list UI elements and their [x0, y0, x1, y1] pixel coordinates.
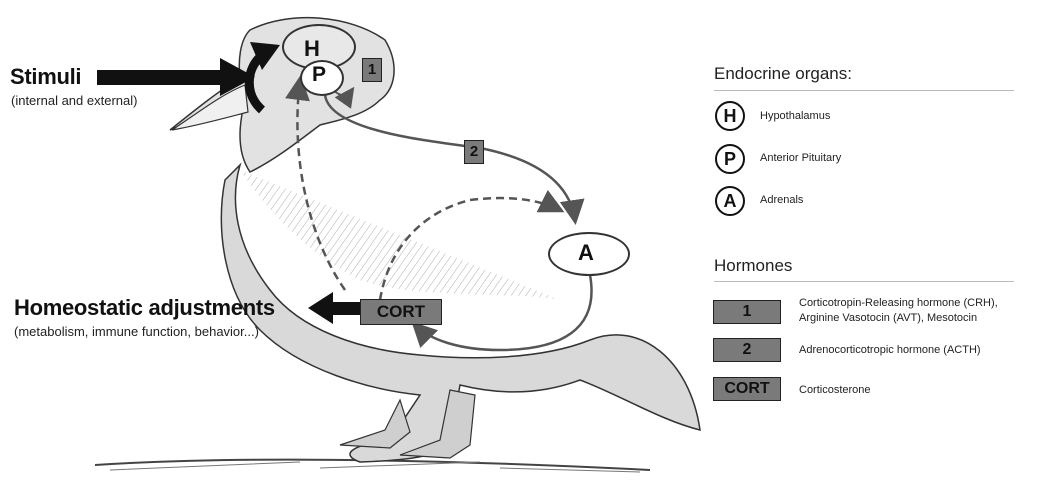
homeostatic-sublabel: (metabolism, immune function, behavior..…: [14, 324, 259, 339]
stimuli-sublabel: (internal and external): [11, 93, 137, 108]
legend-hormone-box-1: 1: [713, 300, 781, 324]
legend-organ-label: Adrenals: [760, 193, 803, 207]
legend-circle-p: P: [715, 144, 745, 174]
legend-hormone-box-cort: CORT: [713, 377, 781, 401]
legend-organ-label: Anterior Pituitary: [760, 151, 841, 165]
homeostatic-label: Homeostatic adjustments: [14, 295, 275, 321]
hormone-box-1: 1: [362, 58, 382, 82]
legend-circle-a: A: [715, 186, 745, 216]
legend-organ-label: Hypothalamus: [760, 109, 830, 123]
legend-circle-h: H: [715, 101, 745, 131]
stimuli-arrow-shaft: [97, 70, 222, 85]
legend-endocrine-title: Endocrine organs:: [714, 64, 852, 84]
legend-hormone-label: Corticosterone: [799, 383, 871, 397]
homeostatic-arrow-head: [308, 292, 333, 324]
legend-hormone-box-2: 2: [713, 338, 781, 362]
legend-hormones-title: Hormones: [714, 256, 792, 276]
hypothalamus-node-label: H: [304, 36, 320, 62]
pituitary-node-label: P: [312, 63, 326, 87]
adrenals-node-label: A: [578, 240, 594, 266]
stimuli-label: Stimuli: [10, 64, 81, 90]
legend-hormone-label: Arginine Vasotocin (AVT), Mesotocin: [799, 311, 977, 325]
cort-box: CORT: [360, 299, 442, 325]
legend-divider: [714, 90, 1014, 91]
legend-hormone-label: Corticotropin-Releasing hormone (CRH),: [799, 296, 998, 310]
hormone-box-2: 2: [464, 140, 484, 164]
homeostatic-arrow-shaft: [330, 302, 360, 315]
legend-hormone-label: Adrenocorticotropic hormone (ACTH): [799, 343, 981, 357]
bird-beak: [172, 85, 248, 130]
legend-divider: [714, 281, 1014, 282]
